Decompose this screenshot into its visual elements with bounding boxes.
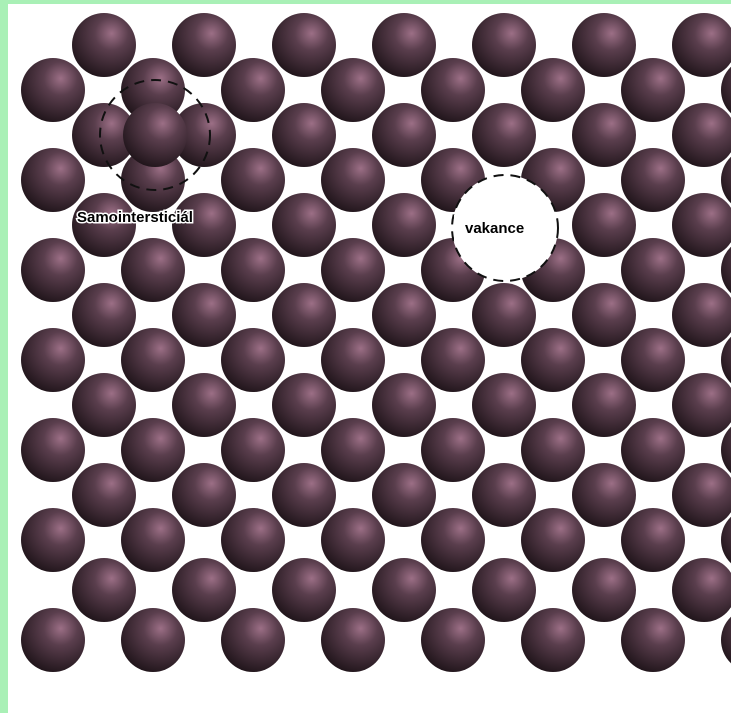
atom: [221, 508, 285, 572]
atom: [21, 608, 85, 672]
atom: [672, 13, 731, 77]
atom: [621, 328, 685, 392]
atom: [121, 418, 185, 482]
atom: [21, 238, 85, 302]
atom: [421, 58, 485, 122]
atom: [621, 608, 685, 672]
atom: [21, 148, 85, 212]
atom: [21, 58, 85, 122]
atom: [421, 418, 485, 482]
atom: [721, 608, 731, 672]
atom: [272, 13, 336, 77]
atom: [172, 558, 236, 622]
atom: [321, 58, 385, 122]
atom: [572, 558, 636, 622]
atom: [572, 103, 636, 167]
atom: [572, 13, 636, 77]
atom: [121, 508, 185, 572]
atom: [72, 463, 136, 527]
interstitial-label: Samointersticiál: [77, 209, 193, 226]
atom: [672, 193, 731, 257]
atom: [321, 608, 385, 672]
atom: [272, 558, 336, 622]
atom: [21, 328, 85, 392]
atom: [21, 418, 85, 482]
atom: [321, 328, 385, 392]
atom: [372, 373, 436, 437]
atom: [521, 328, 585, 392]
atom: [372, 283, 436, 347]
atom: [572, 193, 636, 257]
atom: [272, 373, 336, 437]
atom: [372, 103, 436, 167]
atom: [221, 418, 285, 482]
atom: [272, 193, 336, 257]
atom: [672, 558, 731, 622]
atom: [372, 463, 436, 527]
atom: [221, 58, 285, 122]
atom: [572, 463, 636, 527]
atom: [72, 373, 136, 437]
atom: [372, 13, 436, 77]
atom: [421, 328, 485, 392]
atom: [472, 558, 536, 622]
atom: [121, 608, 185, 672]
atom: [221, 238, 285, 302]
atom: [321, 148, 385, 212]
atoms-group: [21, 13, 731, 672]
atom: [221, 328, 285, 392]
atom: [21, 508, 85, 572]
atom: [321, 508, 385, 572]
atom: [521, 58, 585, 122]
vacancy-label: vakance: [465, 220, 524, 237]
atom: [121, 238, 185, 302]
atom: [172, 13, 236, 77]
atom: [672, 463, 731, 527]
atom: [272, 283, 336, 347]
atom: [72, 13, 136, 77]
atom: [672, 373, 731, 437]
atom: [472, 463, 536, 527]
atom: [221, 608, 285, 672]
atom: [421, 508, 485, 572]
atom: [521, 508, 585, 572]
atom: [272, 103, 336, 167]
atom: [621, 418, 685, 482]
atom: [272, 463, 336, 527]
atom: [321, 238, 385, 302]
atom: [572, 283, 636, 347]
atom: [321, 418, 385, 482]
atom: [472, 103, 536, 167]
atom: [221, 148, 285, 212]
atom: [621, 58, 685, 122]
atom: [621, 238, 685, 302]
atom: [672, 283, 731, 347]
atom: [521, 608, 585, 672]
atom: [572, 373, 636, 437]
atom: [421, 608, 485, 672]
atom: [172, 373, 236, 437]
atom: [172, 463, 236, 527]
atom: [472, 373, 536, 437]
atom: [372, 193, 436, 257]
atom: [472, 13, 536, 77]
atom: [672, 103, 731, 167]
atom: [72, 283, 136, 347]
atom: [621, 508, 685, 572]
atom: [521, 418, 585, 482]
atom: [72, 558, 136, 622]
atom: [121, 328, 185, 392]
atom: [172, 283, 236, 347]
interstitial-atom: [123, 103, 187, 167]
atom: [621, 148, 685, 212]
atom: [472, 283, 536, 347]
atom: [372, 558, 436, 622]
